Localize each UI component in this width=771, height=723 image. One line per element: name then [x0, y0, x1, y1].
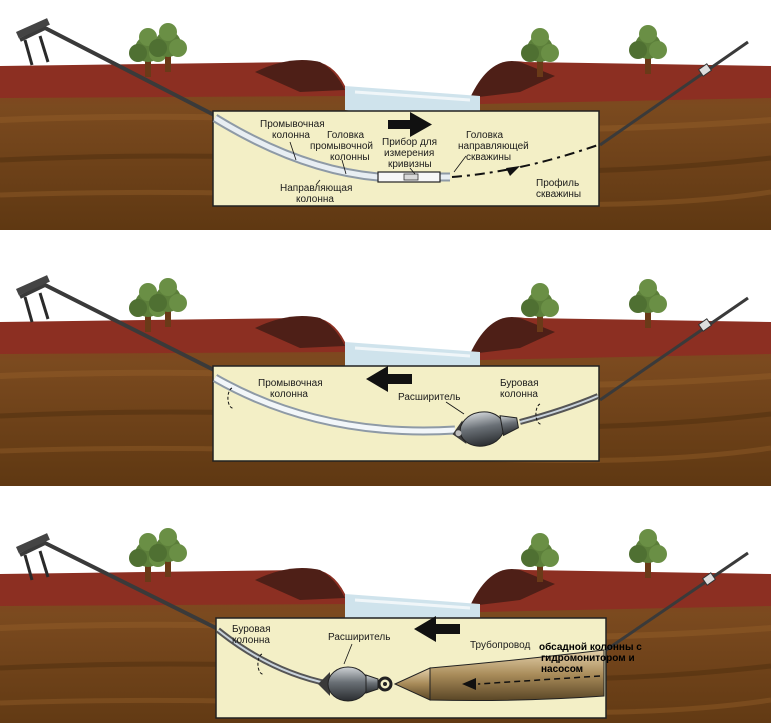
swivel-icon: [377, 676, 393, 692]
tree-icon: [629, 529, 667, 578]
arrow-right-icon: [506, 166, 520, 176]
drilling-rig-icon: [16, 275, 221, 375]
label-reamer: Расширитель: [328, 632, 390, 643]
arrow-left-icon: [414, 616, 460, 642]
bore-profile-line: [451, 144, 599, 178]
reamer-icon: [318, 666, 379, 702]
label-reamer: Расширитель: [398, 392, 460, 403]
tree-icon: [149, 528, 187, 577]
arrow-left-icon: [366, 366, 412, 392]
arrow-right-icon: [388, 112, 432, 137]
reamer-icon: [452, 411, 519, 447]
drilling-rig-icon: [16, 18, 221, 120]
arrow-left-icon: [462, 678, 476, 690]
drilling-rig-icon: [16, 533, 221, 632]
label-pipeline: Трубопровод: [470, 639, 530, 651]
